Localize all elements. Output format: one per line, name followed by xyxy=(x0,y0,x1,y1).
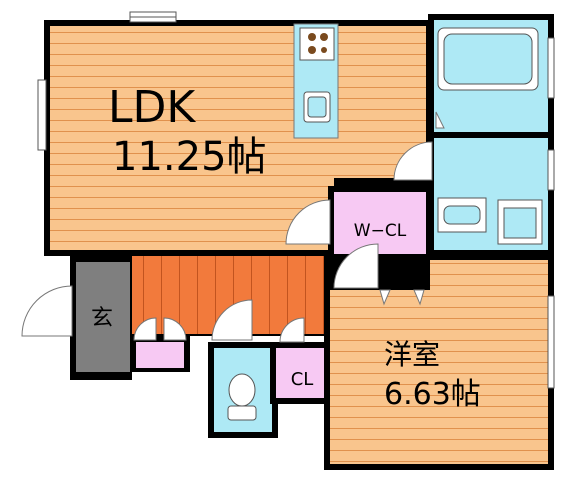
washroom-door-swing[interactable] xyxy=(393,141,433,181)
toilet-icon xyxy=(227,373,257,421)
ldk-name: LDK xyxy=(108,82,196,133)
entrance: 玄 xyxy=(21,256,132,380)
walk-in-closet: W−CL xyxy=(285,186,432,260)
toilet-door-swing[interactable] xyxy=(211,299,253,341)
wcl-label: W−CL xyxy=(354,221,407,241)
bathtub-icon xyxy=(437,27,539,91)
wcl-door-swing[interactable] xyxy=(285,199,331,245)
bedroom-door-swing[interactable] xyxy=(333,243,379,289)
stove-burners-icon xyxy=(308,33,328,54)
window-right xyxy=(547,295,555,389)
bath-door-swing[interactable] xyxy=(435,111,445,129)
washbasin-icon xyxy=(437,197,487,233)
window-top xyxy=(129,11,177,23)
washing-machine-icon xyxy=(497,199,543,245)
window-left xyxy=(37,79,47,151)
bedroom xyxy=(324,243,555,470)
shoe-cabinet-icon xyxy=(130,317,190,372)
washroom xyxy=(393,111,543,245)
cl-label: CL xyxy=(291,369,314,390)
bedroom-name: 洋室 xyxy=(384,338,440,371)
entrance-label: 玄 xyxy=(91,306,113,331)
ldk-room xyxy=(44,20,430,256)
bedroom-size: 6.63帖 xyxy=(384,377,481,412)
sink-icon xyxy=(303,91,331,123)
front-door-swing[interactable] xyxy=(21,285,73,337)
toilet-room xyxy=(208,299,278,438)
closet: CL xyxy=(270,317,334,404)
cl-door-swing[interactable] xyxy=(279,317,305,343)
kitchen-counter xyxy=(293,23,339,139)
ldk-size: 11.25帖 xyxy=(112,134,267,180)
